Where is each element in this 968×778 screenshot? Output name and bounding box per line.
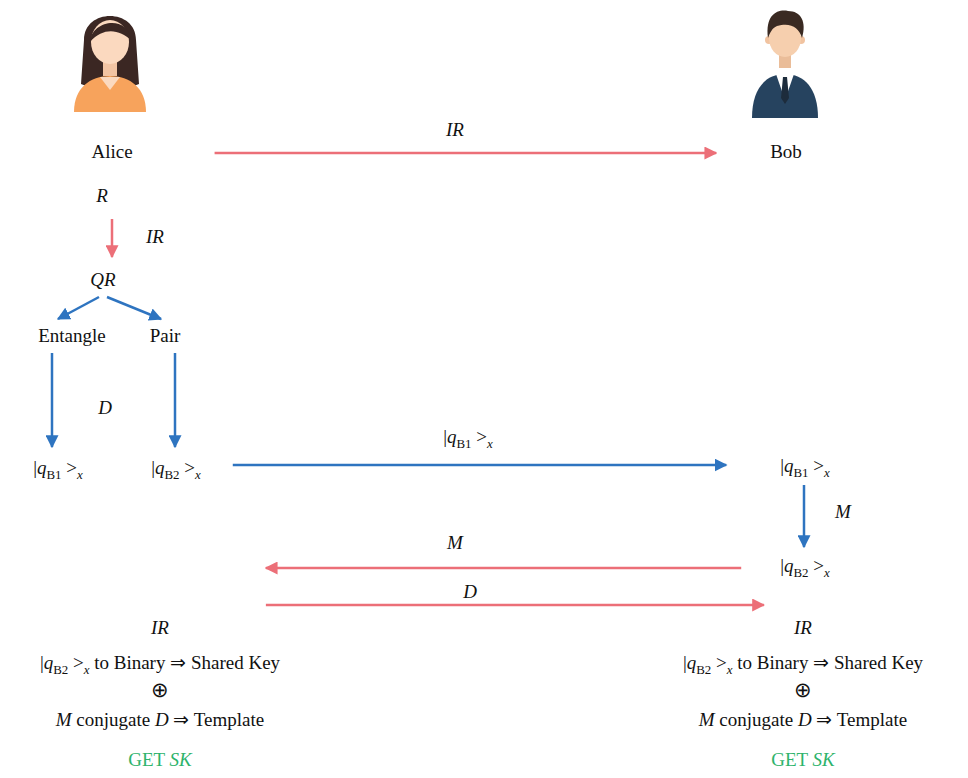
step-text: |qB2 >x to Binary ⇒ Shared Key: [683, 652, 923, 674]
arrow-connector: [233, 464, 726, 467]
state-label: Entangle: [34, 323, 110, 349]
qubit-state: |qB1 >x: [29, 455, 87, 481]
step-text: M conjugate D ⇒ Template: [699, 709, 908, 731]
arrow-connector: [174, 353, 177, 447]
arrow-connector: [266, 567, 741, 570]
arrow-connector: [51, 353, 54, 447]
arrow-connector: [266, 604, 764, 607]
variable-label: QR: [86, 267, 119, 293]
result-text: GET SK: [771, 749, 835, 771]
alice-bangs: [90, 23, 131, 42]
edge-label: IR: [143, 226, 167, 248]
result-text: GET SK: [128, 749, 192, 771]
arrow-connector: [107, 297, 161, 319]
bob-suit: [752, 74, 818, 118]
person-name: Bob: [766, 139, 806, 165]
node-text: |qB1 >x: [33, 457, 83, 479]
state-label: Pair: [146, 323, 185, 349]
step-text: IR: [794, 617, 812, 639]
bob-tie: [781, 77, 789, 104]
arrow-connector: [58, 297, 99, 319]
qubit-state: |qB2 >x: [776, 553, 834, 579]
step-text: IR: [151, 617, 169, 639]
step-text: ⊕: [151, 679, 169, 701]
node-text: Entangle: [38, 325, 106, 347]
node-text: |qB2 >x: [151, 457, 201, 479]
bob-icon: [752, 11, 818, 118]
node-text: R: [96, 185, 108, 207]
edge-label: |qB1 >x: [440, 426, 496, 448]
bob-hair: [768, 11, 804, 38]
variable-label: D: [95, 397, 115, 419]
edge-label: D: [460, 581, 480, 603]
edge-label: M: [832, 501, 854, 523]
node-text: QR: [90, 269, 115, 291]
step-text: ⊕: [794, 679, 812, 701]
qubit-state: |qB1 >x: [776, 453, 834, 479]
edge-label: IR: [443, 119, 467, 141]
step-text: M conjugate D ⇒ Template: [56, 709, 265, 731]
arrow-connector: [111, 219, 114, 257]
edge-label: M: [444, 532, 466, 554]
variable-label: R: [92, 183, 112, 209]
alice-icon: [74, 16, 146, 112]
person-name: Alice: [87, 139, 136, 165]
arrow-connector: [215, 152, 717, 155]
key-derivation-block: IR |qB2 >x to Binary ⇒ Shared Key ⊕ M conju…: [36, 615, 284, 773]
node-text: Bob: [770, 141, 802, 163]
node-text: Alice: [91, 141, 132, 163]
node-text: |qB2 >x: [780, 555, 830, 577]
node-text: Pair: [150, 325, 181, 347]
key-derivation-block: IR |qB2 >x to Binary ⇒ Shared Key ⊕ M conju…: [679, 615, 927, 773]
arrow-connector: [803, 485, 806, 547]
alice-body: [74, 76, 146, 112]
step-text: |qB2 >x to Binary ⇒ Shared Key: [40, 652, 280, 674]
alice-collar: [100, 77, 120, 90]
qubit-state: |qB2 >x: [147, 455, 205, 481]
node-text: |qB1 >x: [780, 455, 830, 477]
